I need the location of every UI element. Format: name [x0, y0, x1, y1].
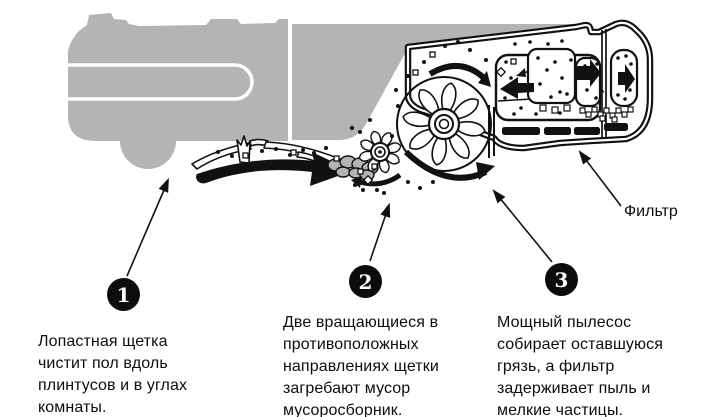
callout-arrow-2: [369, 202, 391, 262]
callout-2-number: 2: [358, 269, 373, 294]
callout-1-badge: 1: [107, 278, 140, 311]
callout-3-number: 3: [554, 267, 569, 292]
bumper-groove: [28, 63, 254, 101]
callout-1-number: 1: [116, 282, 131, 307]
debris-particles: [216, 39, 633, 195]
callout-arrow-1: [126, 177, 169, 277]
debris-chunks: [502, 104, 634, 135]
callout-2-text: Две вращающиеся в противоположных направ…: [283, 314, 439, 417]
callout-arrow-3: [492, 189, 553, 263]
robot-body: [28, 13, 580, 169]
callout-3-text: Мощный пылесос собирает оставшуюся грязь…: [497, 314, 663, 417]
callout-3-badge: 3: [545, 263, 578, 296]
filter-label-arrow: [578, 150, 622, 207]
body-left-section: [68, 13, 288, 169]
body-right-section: [292, 24, 580, 140]
filter-label: Фильтр: [624, 203, 678, 220]
callout-2-badge: 2: [349, 265, 382, 298]
airflow-swoosh-arrow: [196, 152, 352, 186]
airflow-arrows: [500, 59, 635, 99]
vacuum-fan: [396, 76, 492, 172]
callout-1-text: Лопастная щетка чистит пол вдоль плинтус…: [38, 333, 188, 416]
callout-arrows: [126, 150, 622, 277]
agitator-brush-wheel: [357, 129, 403, 175]
rotation-arrows: [351, 63, 495, 188]
